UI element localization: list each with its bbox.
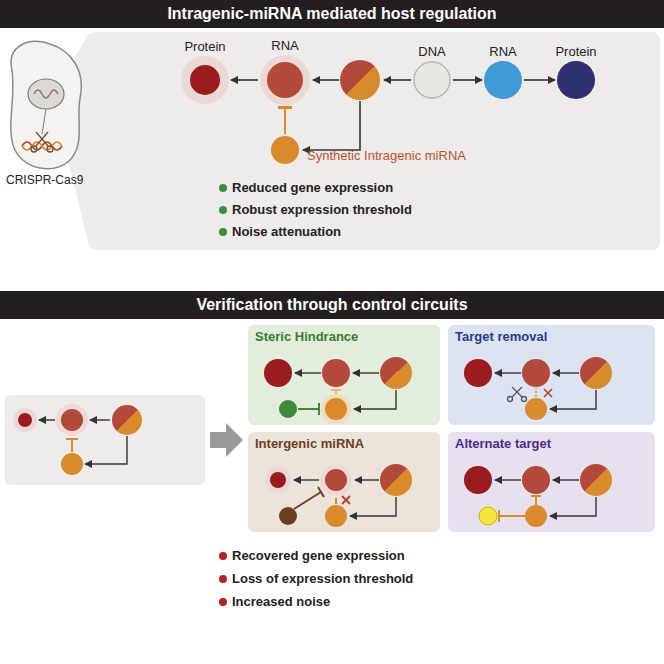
bullet-text: Robust expression threshold: [232, 202, 412, 217]
circle-shape: [484, 61, 522, 99]
molecule-circle: RNA: [484, 61, 522, 99]
circle-shape: [181, 56, 229, 104]
halo: [181, 56, 229, 104]
circle-shape: [260, 55, 310, 105]
molecule-circle: Synthetic Intragenic miRNA: [271, 136, 299, 164]
inhibition-connector: [284, 107, 286, 134]
control-panel: Intergenic miRNA: [248, 432, 440, 532]
bullet-text: Increased noise: [232, 594, 330, 609]
circle-shape: [413, 61, 451, 99]
molecule: [190, 65, 220, 95]
control-panel: Alternate target: [448, 432, 655, 532]
arrow-connector: [524, 79, 555, 81]
arrow-connector: [453, 79, 482, 81]
panel-title: Intergenic miRNA: [255, 436, 364, 451]
molecule-label: Synthetic Intragenic miRNA: [307, 148, 466, 163]
bullet-dot: [219, 552, 227, 560]
bullet-text: Noise attenuation: [232, 224, 341, 239]
molecule-circle: RNA: [260, 55, 310, 105]
molecule: [484, 61, 522, 99]
annotation: CRISPR-Cas9: [6, 173, 83, 187]
bullet-text: Reduced gene expression: [232, 180, 393, 195]
circle-shape: [271, 136, 299, 164]
bullet-dot: [219, 228, 227, 236]
molecule-label: RNA: [271, 38, 298, 53]
bullet-dot: [219, 206, 227, 214]
molecule-circle: DNA: [413, 61, 451, 99]
molecule-label: Protein: [555, 44, 596, 59]
header-title: Verification through control circuits: [196, 296, 467, 314]
header-title: Intragenic-miRNA mediated host regulatio…: [167, 5, 496, 23]
molecule: [267, 62, 303, 98]
bullet-text: Recovered gene expression: [232, 548, 405, 563]
molecule: [557, 61, 595, 99]
panel-title: Target removal: [455, 329, 547, 344]
control-panel: Steric Hindrance: [248, 325, 440, 425]
molecule: [271, 136, 299, 164]
control-panel: Target removal: [448, 325, 655, 425]
molecule: [414, 62, 450, 98]
molecule-label: DNA: [418, 44, 445, 59]
bullet-dot: [219, 598, 227, 606]
panel-title: Steric Hindrance: [255, 329, 358, 344]
bullet-dot: [219, 184, 227, 192]
molecule-circle: Protein: [557, 61, 595, 99]
header-band: Intragenic-miRNA mediated host regulatio…: [0, 0, 664, 28]
bullet-dot: [219, 575, 227, 583]
molecule-label: RNA: [489, 44, 516, 59]
circle-shape: [557, 61, 595, 99]
bullet-text: Loss of expression threshold: [232, 571, 413, 586]
molecule-label: Protein: [184, 39, 225, 54]
arrow-connector: [231, 79, 258, 81]
header-band: Verification through control circuits: [0, 291, 664, 319]
molecule-circle: Protein: [181, 56, 229, 104]
panel-title: Alternate target: [455, 436, 551, 451]
halo: [260, 55, 310, 105]
